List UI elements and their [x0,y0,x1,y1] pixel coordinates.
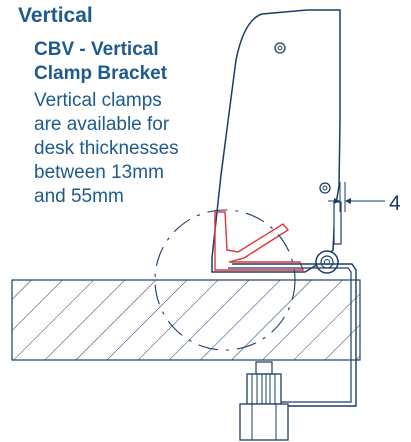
mount-hole-mid [319,182,331,194]
mount-hole-top [274,42,286,54]
description-line: between 13mm [34,162,164,183]
clamp-body [211,9,341,273]
product-name-line: Clamp Bracket [34,63,168,84]
description-line: are available for [34,114,170,135]
clamp-jaw-highlight [214,211,305,271]
product-description: Vertical clamps are available for desk t… [34,89,179,209]
pivot-knob [315,250,339,274]
dimension-label: 4 [389,192,401,215]
description-line: and 55mm [34,186,124,207]
clamp-screw [239,361,289,441]
product-name-line: CBV - Vertical [34,39,159,60]
page-title: Vertical [18,4,93,27]
desk-section [11,279,361,361]
dimension-marker [328,182,385,212]
bracket-arm [232,263,357,407]
description-line: Vertical clamps [34,90,162,111]
product-name: CBV - Vertical Clamp Bracket [34,38,167,86]
swing-arc [154,209,296,351]
description-line: desk thicknesses [34,138,179,159]
